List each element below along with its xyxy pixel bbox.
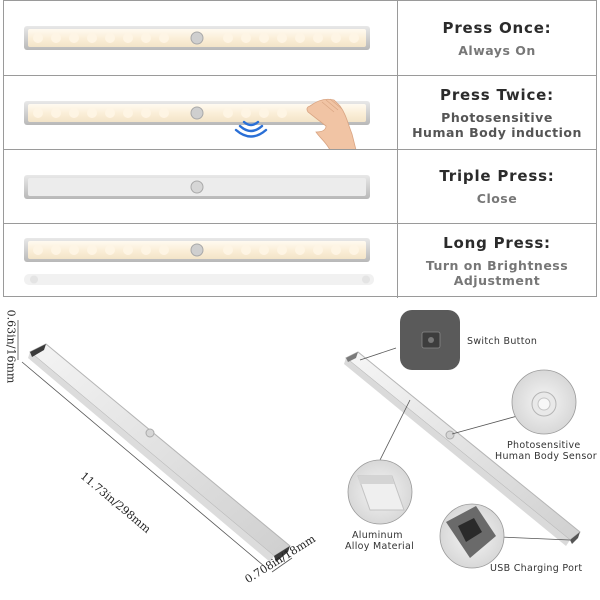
light-bar-image-hand [4,76,394,150]
mode-text: Press Once: Always On [398,1,596,75]
mode-row-press-once: Press Once: Always On [4,1,596,75]
mode-text: Triple Press: Close [398,150,596,223]
material-label-line1: Aluminum [352,530,403,541]
mode-desc-line2: Adjustment [453,273,541,288]
light-bar-image-lit [4,1,394,75]
dimension-drawing [17,320,293,573]
mode-text: Press Twice: Photosensitive Human Body i… [398,76,596,149]
usb-port-label: USB Charging Port [490,563,583,574]
mode-desc-line1: Photosensitive [441,109,553,125]
height-dimension: 0.63in/16mm [4,309,18,384]
mode-desc-line2: Human Body induction [412,124,582,140]
mode-desc: Close [476,191,518,206]
mode-title: Long Press: [443,234,551,252]
mode-title: Triple Press: [439,167,555,185]
mode-row-press-twice: Press Twice: Photosensitive Human Body i… [4,75,596,150]
mode-row-long-press: Long Press: Turn on Brightness Adjustmen… [4,223,596,298]
parts-drawing [344,310,581,569]
sensor-zoom-icon [511,369,577,435]
hand-icon [306,98,357,150]
mode-title: Press Once: [442,18,552,37]
switch-button-label: Switch Button [467,336,538,347]
modes-table: Press Once: Always On [3,0,597,298]
mode-row-triple-press: Triple Press: Close [4,149,596,223]
sensor-label-line1: Photosensitive [507,440,581,451]
mode-text: Long Press: Turn on Brightness Adjustmen… [398,224,596,298]
usb-port-zoom-icon [439,503,505,569]
switch-button-zoom-icon [400,310,460,370]
material-label-line2: Alloy Material [345,541,415,552]
mode-desc-line1: Turn on Brightness [425,258,569,273]
motion-wave-icon [234,120,268,138]
aluminum-zoom-icon [347,459,413,525]
light-bar-image-fade [4,224,394,298]
mode-title: Press Twice: [440,85,554,104]
sensor-label-line2: Human Body Sensor [495,451,597,462]
light-bar-image-off [4,150,394,223]
mode-desc: Always On [458,42,536,58]
